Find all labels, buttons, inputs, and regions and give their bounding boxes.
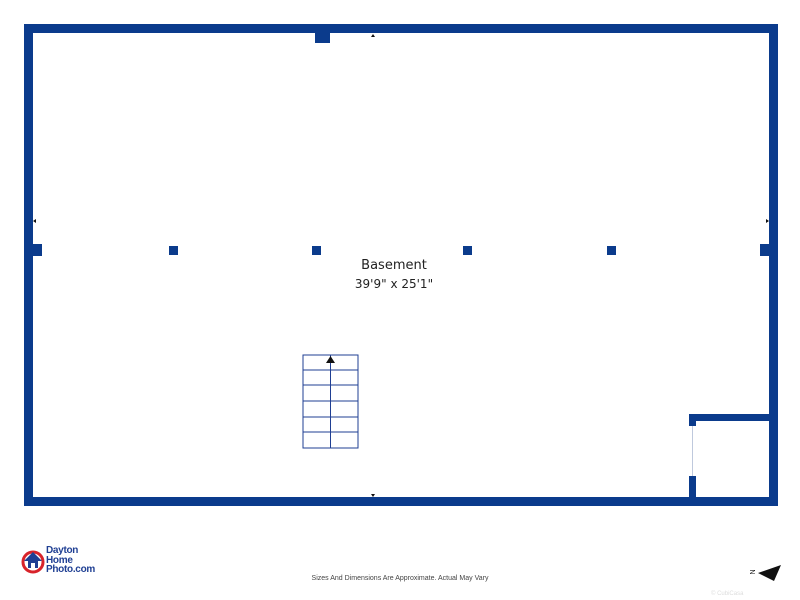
exterior-walls bbox=[24, 24, 778, 506]
marker-right bbox=[766, 219, 769, 223]
wall-right bbox=[769, 24, 778, 506]
stair-direction-arrow-icon bbox=[326, 356, 335, 363]
house-logo-icon bbox=[21, 550, 45, 574]
support-column bbox=[607, 246, 616, 255]
logo-wordmark: Dayton Home Photo.com bbox=[46, 546, 95, 575]
compass: N bbox=[750, 565, 781, 581]
wall-left bbox=[24, 24, 33, 506]
brand-logo: Dayton Home Photo.com bbox=[20, 546, 120, 576]
watermark: © CubiCasa bbox=[711, 591, 744, 597]
closet bbox=[689, 414, 769, 497]
support-column bbox=[169, 246, 178, 255]
support-column bbox=[312, 246, 321, 255]
staircase bbox=[302, 354, 359, 449]
marker-left bbox=[33, 219, 36, 223]
closet-wall-lower bbox=[689, 476, 696, 497]
wall-top bbox=[24, 24, 778, 33]
north-arrow-icon bbox=[758, 565, 781, 581]
pilaster-right bbox=[760, 244, 769, 256]
dimension-markers bbox=[33, 34, 769, 497]
room-name: Basement bbox=[361, 258, 427, 273]
support-columns bbox=[169, 246, 616, 255]
logo-line-3: Photo.com bbox=[46, 564, 95, 575]
marker-bottom bbox=[371, 494, 375, 497]
disclaimer-note: Sizes And Dimensions Are Approximate. Ac… bbox=[311, 575, 489, 582]
pilaster-top bbox=[315, 33, 330, 43]
pilasters bbox=[33, 33, 769, 256]
compass-label: N bbox=[750, 569, 757, 574]
marker-top bbox=[371, 34, 375, 37]
closet-wall-upper bbox=[689, 414, 696, 426]
room-dimensions: 39'9" x 25'1" bbox=[355, 277, 433, 291]
pilaster-left bbox=[33, 244, 42, 256]
closet-wall-top bbox=[689, 414, 769, 421]
logo-line-1: Dayton bbox=[46, 545, 79, 556]
support-column bbox=[463, 246, 472, 255]
wall-bottom bbox=[24, 497, 778, 506]
logo-line-2: Home bbox=[46, 554, 73, 566]
